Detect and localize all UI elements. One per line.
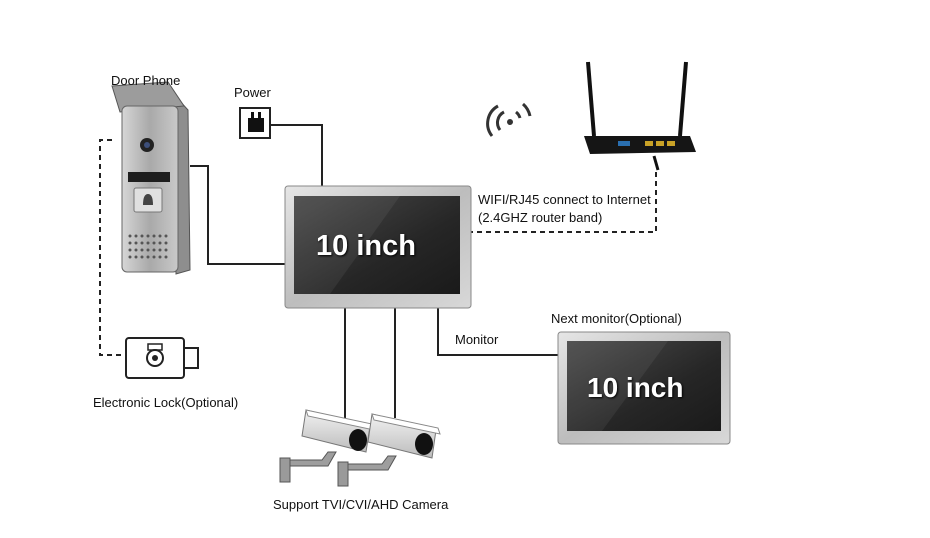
lock-wire xyxy=(99,139,126,356)
main-monitor xyxy=(284,185,472,309)
power-wire xyxy=(270,124,323,187)
door-phone-label: Door Phone xyxy=(111,73,181,88)
electronic-lock-icon xyxy=(125,337,199,379)
main-monitor-screen-text: 10 inch xyxy=(316,230,416,262)
door-phone-wire xyxy=(190,165,286,265)
cctv-camera-icon xyxy=(279,409,441,487)
monitor-wire xyxy=(437,308,560,356)
dashed-wires xyxy=(99,139,657,356)
wifi-band-label: (2.4GHZ router band) xyxy=(478,210,603,225)
door-phone-icon xyxy=(111,81,191,275)
monitor-label: Monitor xyxy=(455,332,499,347)
power-label: Power xyxy=(234,85,271,100)
next-monitor-screen-text: 10 inch xyxy=(587,372,684,403)
router-icon xyxy=(584,61,696,171)
wifi-signal-icon xyxy=(486,102,532,137)
power-adapter-icon xyxy=(239,107,271,139)
camera-label: Support TVI/CVI/AHD Camera xyxy=(273,497,449,512)
wires xyxy=(190,124,560,418)
wifi-label: WIFI/RJ45 connect to Internet xyxy=(478,192,651,207)
next-monitor xyxy=(557,331,731,445)
electronic-lock-label: Electronic Lock(Optional) xyxy=(93,395,239,410)
next-monitor-label: Next monitor(Optional) xyxy=(551,311,682,326)
